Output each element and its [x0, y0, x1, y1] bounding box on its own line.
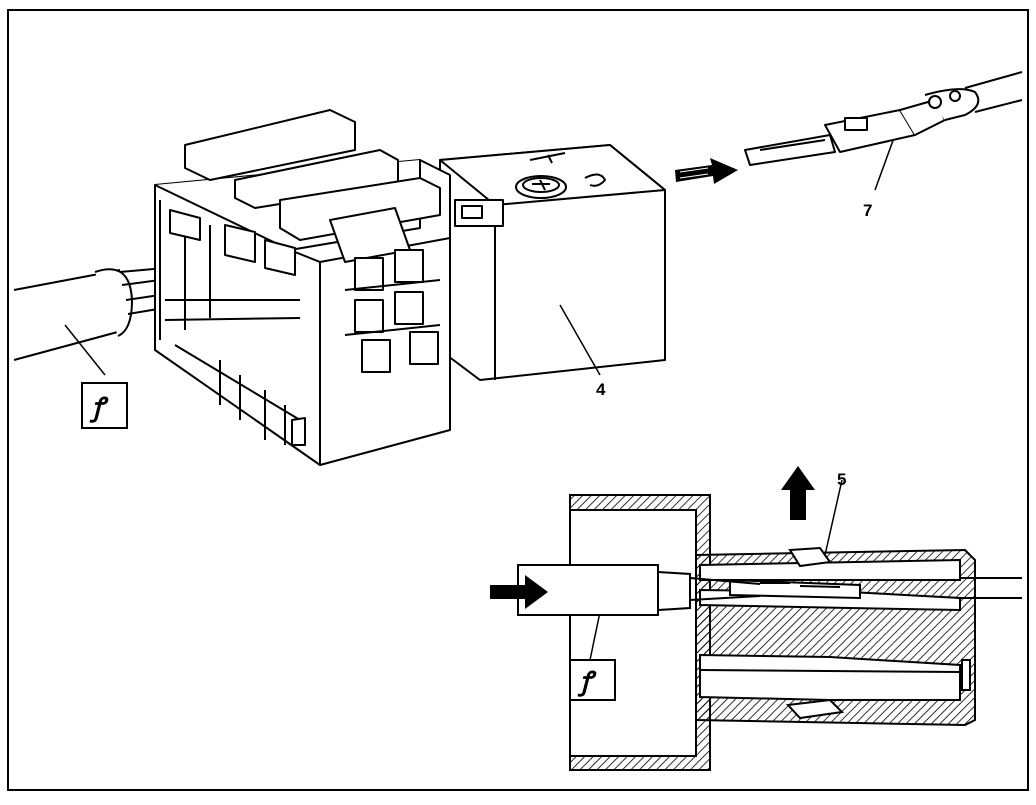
- connector-housing: [154, 109, 666, 466]
- cross-section: [569, 494, 1022, 771]
- leader-lines: [64, 134, 896, 661]
- terminal-pin: [744, 71, 1023, 166]
- push-arrow: [490, 575, 548, 609]
- tool-symbol-bottom: ꝭ: [577, 667, 597, 697]
- tool-probe: [517, 564, 761, 616]
- lift-arrow: [781, 466, 815, 520]
- callout-housing: 4: [596, 380, 606, 399]
- insert-arrow: [675, 158, 738, 184]
- removal-tool-icon: ꝭ: [81, 382, 128, 429]
- removal-tool-icon-bottom: ꝭ: [569, 659, 616, 701]
- tool-symbol-top: ꝭ: [89, 393, 109, 423]
- callout-latch: 5: [837, 470, 846, 489]
- wire-harness: [13, 267, 183, 361]
- diagram-frame: [7, 9, 1029, 791]
- callout-terminal: 7: [863, 201, 872, 220]
